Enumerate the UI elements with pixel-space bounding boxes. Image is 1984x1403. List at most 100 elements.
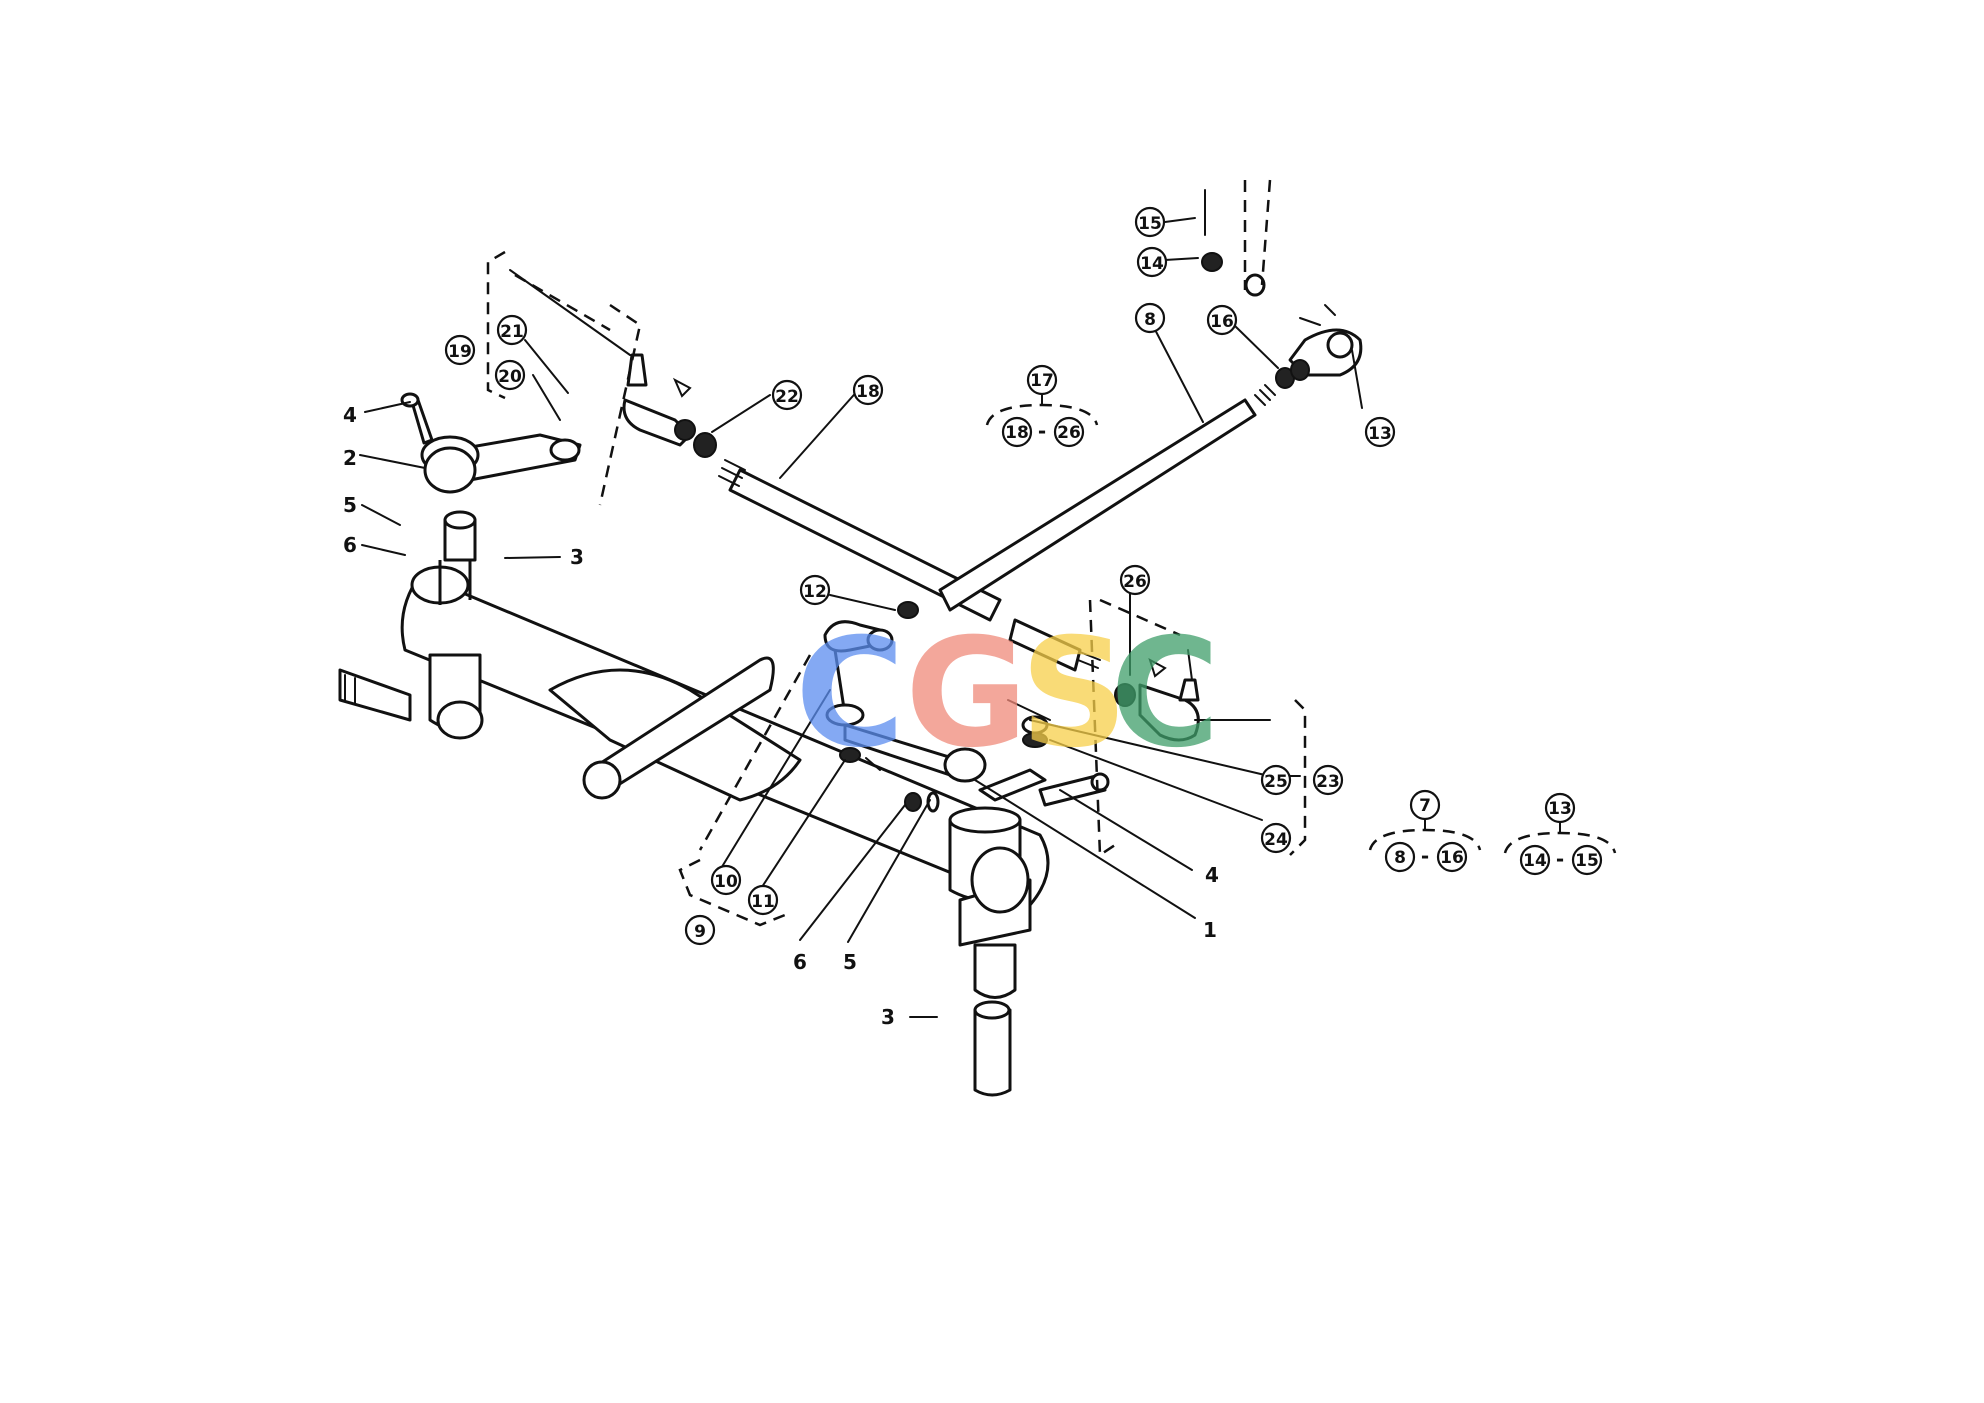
part-label-6: 6 bbox=[343, 533, 357, 557]
svg-text:25: 25 bbox=[1264, 772, 1288, 792]
part-label-19: 19 bbox=[444, 334, 476, 366]
part-label-1: 1 bbox=[1203, 918, 1217, 942]
svg-text:19: 19 bbox=[448, 342, 472, 362]
svg-text:14: 14 bbox=[1140, 254, 1164, 274]
part-label-13: 13 bbox=[1364, 416, 1396, 448]
svg-text:17: 17 bbox=[1030, 371, 1054, 391]
left-tie-rod-end bbox=[622, 353, 717, 458]
part-label-23: 23 bbox=[1312, 764, 1344, 796]
svg-text:24: 24 bbox=[1264, 830, 1288, 850]
part-label-9: 9 bbox=[684, 914, 716, 946]
group-separator: - bbox=[1038, 419, 1046, 443]
svg-text:22: 22 bbox=[775, 387, 799, 407]
part-label-6: 6 bbox=[793, 950, 807, 974]
group-separator: - bbox=[1556, 847, 1564, 871]
svg-text:13: 13 bbox=[1368, 424, 1392, 444]
group-to-label: 26 bbox=[1053, 416, 1085, 448]
svg-text:3: 3 bbox=[570, 545, 584, 569]
part-label-25: 25 bbox=[1260, 764, 1292, 796]
svg-text:26: 26 bbox=[1057, 423, 1081, 443]
part-label-5: 5 bbox=[343, 493, 357, 517]
svg-text:11: 11 bbox=[751, 892, 775, 912]
group-to-label: 15 bbox=[1571, 844, 1603, 876]
svg-text:10: 10 bbox=[714, 872, 738, 892]
group-parent-label: 7 bbox=[1409, 789, 1441, 821]
part-label-16: 16 bbox=[1206, 304, 1238, 336]
svg-text:9: 9 bbox=[694, 922, 706, 942]
tie-rod-23 bbox=[1008, 618, 1101, 672]
part-label-12: 12 bbox=[799, 574, 831, 606]
right-spindle bbox=[948, 806, 1032, 1097]
part-label-3: 3 bbox=[881, 1005, 895, 1029]
svg-text:4: 4 bbox=[1205, 863, 1219, 887]
svg-text:7: 7 bbox=[1419, 796, 1431, 816]
svg-text:2: 2 bbox=[343, 446, 357, 470]
part-label-10: 10 bbox=[710, 864, 742, 896]
group-parent-label: 17 bbox=[1026, 364, 1058, 396]
svg-text:16: 16 bbox=[1210, 312, 1234, 332]
svg-text:1: 1 bbox=[1203, 918, 1217, 942]
part-label-4: 4 bbox=[343, 403, 357, 427]
svg-text:15: 15 bbox=[1138, 214, 1162, 234]
watermark-letter: S bbox=[1020, 607, 1128, 781]
svg-text:20: 20 bbox=[498, 367, 522, 387]
svg-text:18: 18 bbox=[1005, 423, 1029, 443]
part-label-15: 15 bbox=[1134, 206, 1166, 238]
watermark-letter: C bbox=[1110, 607, 1220, 781]
part-label-11: 11 bbox=[747, 884, 779, 916]
watermark-letter: G bbox=[905, 607, 1028, 781]
part-label-14: 14 bbox=[1136, 246, 1168, 278]
group-17: 17 18-26 bbox=[985, 364, 1099, 448]
watermark-letter: C bbox=[795, 607, 905, 781]
part-label-26: 26 bbox=[1119, 564, 1151, 596]
part-label-3: 3 bbox=[570, 545, 584, 569]
svg-text:14: 14 bbox=[1523, 851, 1547, 871]
group-7: 7 8-16 bbox=[1368, 789, 1482, 873]
svg-text:3: 3 bbox=[881, 1005, 895, 1029]
part-label-18: 18 bbox=[852, 374, 884, 406]
svg-text:4: 4 bbox=[343, 403, 357, 427]
part-label-5: 5 bbox=[843, 950, 857, 974]
group-separator: - bbox=[1421, 844, 1429, 868]
part-label-22: 22 bbox=[771, 379, 803, 411]
svg-text:13: 13 bbox=[1548, 799, 1572, 819]
part-label-2: 2 bbox=[343, 446, 357, 470]
svg-text:12: 12 bbox=[803, 582, 827, 602]
part-label-20: 20 bbox=[494, 359, 526, 391]
group-parent-label: 13 bbox=[1544, 792, 1576, 824]
group-to-label: 16 bbox=[1436, 841, 1468, 873]
group-13: 13 14-15 bbox=[1503, 792, 1617, 876]
center-ball-joint bbox=[823, 601, 1110, 813]
group-from-label: 14 bbox=[1519, 844, 1551, 876]
svg-text:18: 18 bbox=[856, 382, 880, 402]
tie-rod-8 bbox=[938, 384, 1276, 612]
svg-text:8: 8 bbox=[1144, 310, 1156, 330]
svg-text:21: 21 bbox=[500, 322, 524, 342]
part-label-4: 4 bbox=[1205, 863, 1219, 887]
part-label-24: 24 bbox=[1260, 822, 1292, 854]
svg-text:5: 5 bbox=[343, 493, 357, 517]
svg-text:5: 5 bbox=[843, 950, 857, 974]
part-label-8: 8 bbox=[1134, 302, 1166, 334]
svg-text:16: 16 bbox=[1440, 848, 1464, 868]
part-labels: 1233445566891011121314151618192021222324… bbox=[343, 206, 1396, 1029]
tie-rod-18 bbox=[718, 459, 1002, 622]
svg-text:8: 8 bbox=[1394, 848, 1406, 868]
center-bracket bbox=[548, 656, 802, 802]
part-label-21: 21 bbox=[496, 314, 528, 346]
right-ball-joint bbox=[1114, 649, 1200, 742]
svg-text:6: 6 bbox=[793, 950, 807, 974]
svg-text:23: 23 bbox=[1316, 772, 1340, 792]
group-from-label: 8 bbox=[1384, 841, 1416, 873]
svg-text:6: 6 bbox=[343, 533, 357, 557]
assembly-brackets bbox=[486, 179, 1307, 927]
left-arm-assembly bbox=[400, 392, 582, 562]
right-tie-rod-end bbox=[1201, 189, 1363, 389]
leader-lines bbox=[359, 217, 1363, 1018]
group-from-label: 18 bbox=[1001, 416, 1033, 448]
svg-text:15: 15 bbox=[1575, 851, 1599, 871]
svg-text:26: 26 bbox=[1123, 572, 1147, 592]
